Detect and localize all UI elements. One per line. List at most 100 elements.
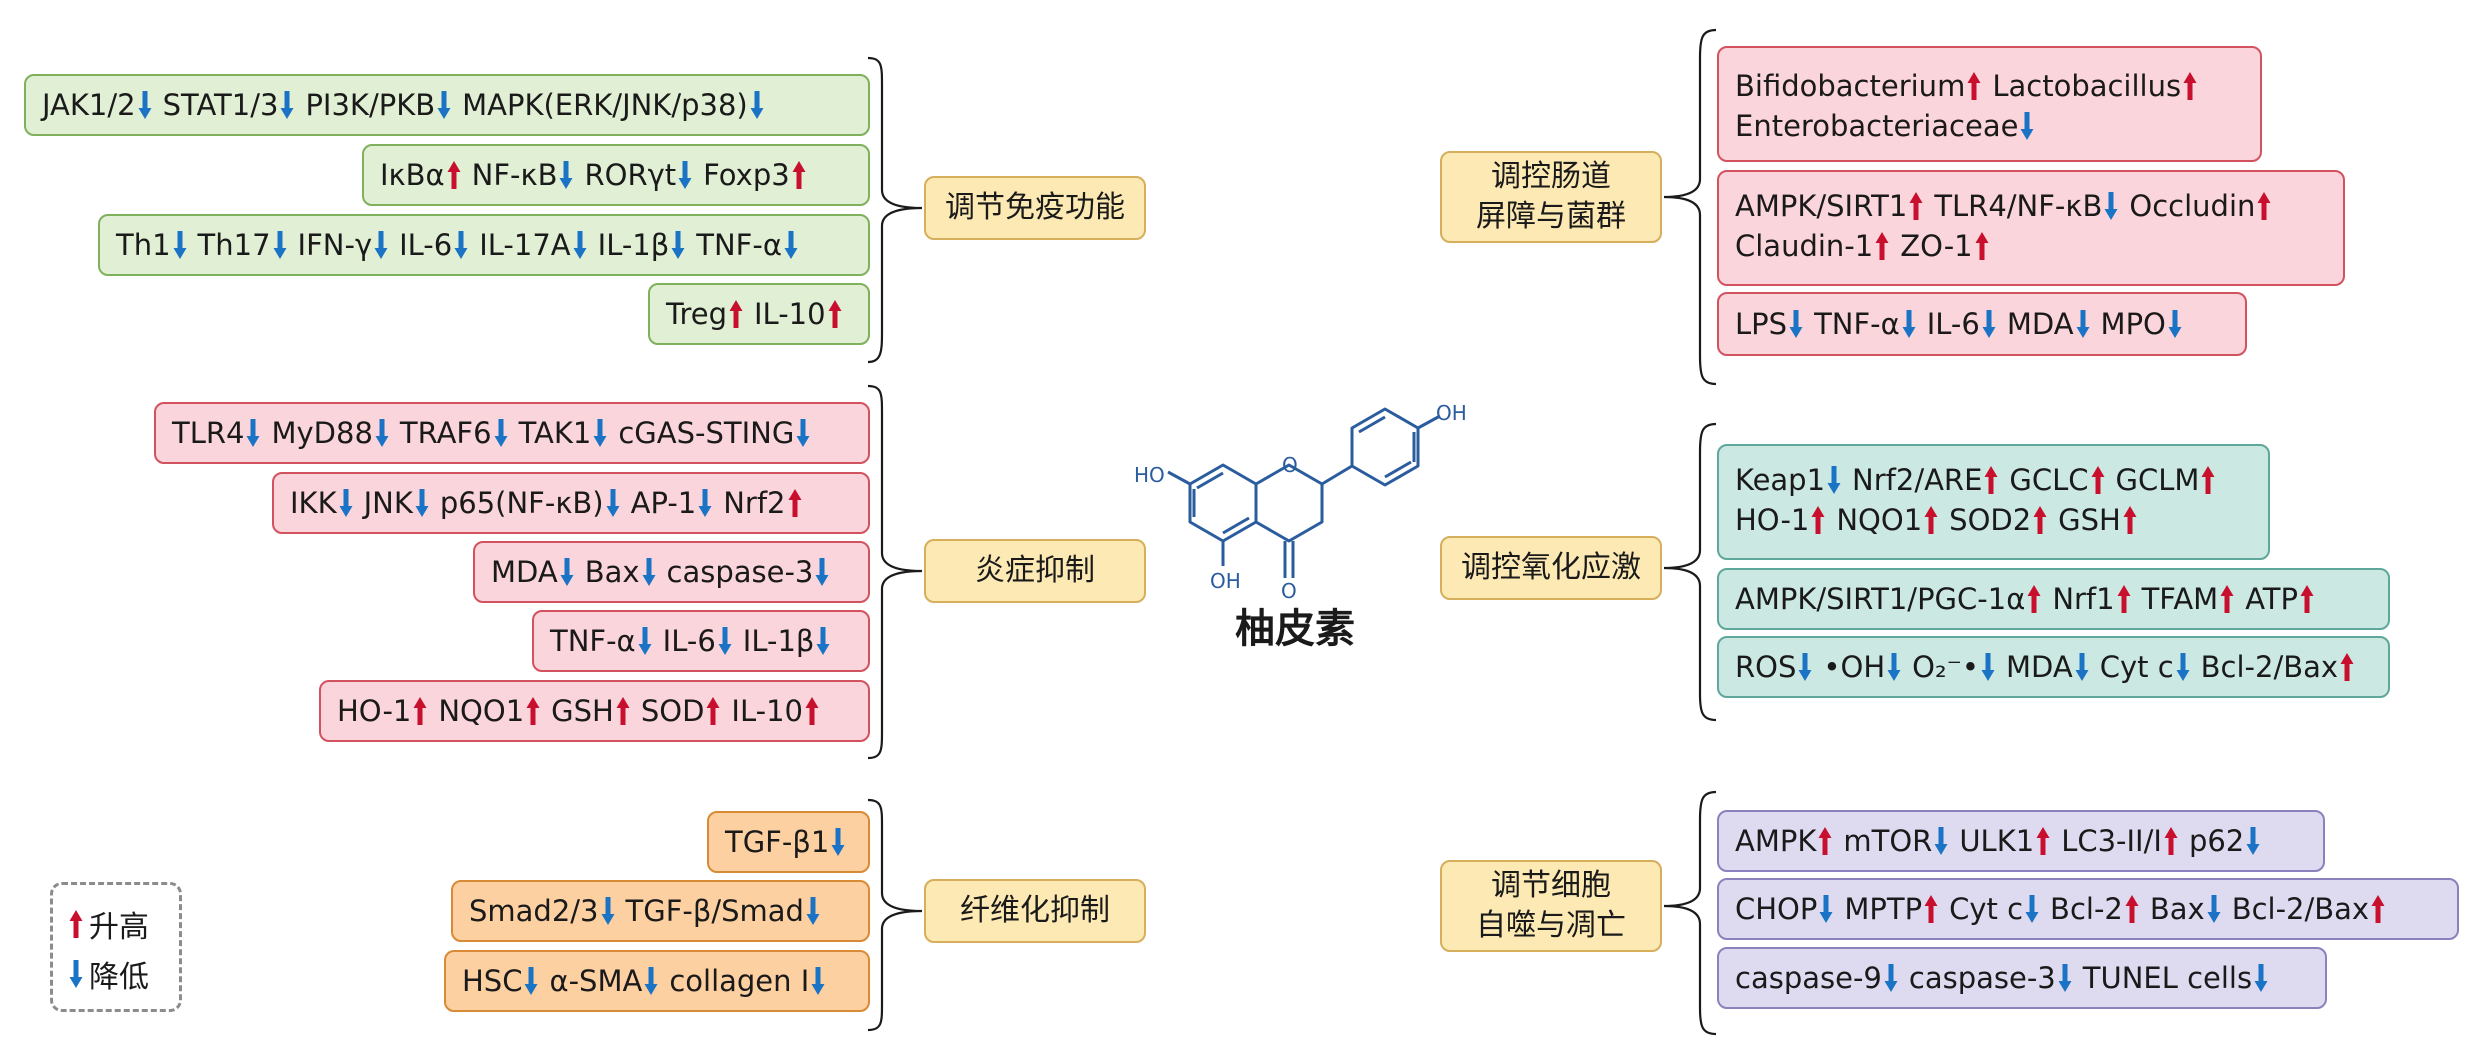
legend-up-label: 升高: [89, 910, 149, 945]
marker-row: Enterobacteriaceae: [1735, 106, 2244, 146]
marker-label: α-SMA: [549, 964, 643, 998]
down-arrow-icon: [784, 230, 798, 260]
up-arrow-icon: [706, 696, 720, 726]
marker-label: MPO: [2100, 307, 2166, 341]
marker-label: Claudin-1: [1735, 229, 1874, 263]
down-arrow-icon: [524, 966, 538, 996]
category-autophagy-label-1: 调节细胞: [1491, 868, 1611, 903]
down-arrow-icon: [644, 966, 658, 996]
marker-label: IL-6: [1926, 307, 1980, 341]
marker-label: IFN-γ: [297, 228, 373, 262]
marker-label: MDA: [2006, 650, 2073, 684]
category-gut-label-1: 调控肠道: [1491, 159, 1611, 194]
up-arrow-icon: [2164, 826, 2178, 856]
up-arrow-icon: [1967, 71, 1981, 101]
down-arrow-icon: [173, 230, 187, 260]
up-arrow-icon: [2027, 584, 2041, 614]
up-arrow-icon: [447, 160, 461, 190]
marker-label: NQO1: [438, 694, 525, 728]
up-arrow-icon: [805, 696, 819, 726]
down-arrow-icon: [2168, 309, 2182, 339]
down-arrow-icon: [1789, 309, 1803, 339]
marker-label: AMPK: [1735, 824, 1817, 858]
marker-label: Bcl-2/Bax: [2200, 650, 2339, 684]
down-arrow-icon: [2020, 111, 2034, 141]
marker-label: caspase-3: [666, 555, 814, 589]
marker-label: p65(NF-κB): [439, 486, 604, 520]
marker-label: caspase-9: [1735, 961, 1882, 995]
down-arrow-icon: [339, 488, 353, 518]
marker-label: ATP: [2245, 582, 2298, 616]
category-autophagy: 调节细胞 自噬与凋亡: [1440, 860, 1662, 952]
marker-label: JAK1/2: [42, 88, 136, 122]
marker-label: IL-6: [662, 624, 716, 658]
mol-ring-o: O: [1282, 453, 1298, 477]
marker-label: AP-1: [630, 486, 697, 520]
down-arrow-icon: [718, 626, 732, 656]
marker-label: JNK: [363, 486, 413, 520]
up-arrow-icon: [2091, 465, 2105, 495]
down-arrow-icon: [831, 827, 845, 857]
marker-label: TGF-β/Smad: [625, 894, 804, 928]
up-arrow-icon: [1924, 505, 1938, 535]
legend-up: 升高: [67, 899, 179, 949]
marker-label: TGF-β1: [725, 825, 830, 859]
marker-label: Bifidobacterium: [1735, 69, 1966, 103]
marker-label: NF-κB: [471, 158, 558, 192]
down-arrow-icon: [2176, 652, 2190, 682]
immune-box-4: Treg IL-10: [648, 283, 870, 345]
down-arrow-icon: [796, 418, 810, 448]
down-arrow-icon: [593, 418, 607, 448]
down-arrow-icon: [138, 90, 152, 120]
down-arrow-icon: [601, 896, 615, 926]
marker-label: GSH: [2058, 503, 2121, 537]
marker-label: ZO-1: [1900, 229, 1973, 263]
mol-oh-bottom: OH: [1210, 569, 1241, 593]
down-arrow-icon: [606, 488, 620, 518]
up-arrow-icon: [2036, 826, 2050, 856]
category-inflammation: 炎症抑制: [924, 539, 1146, 603]
down-arrow-icon: [1819, 894, 1833, 924]
down-arrow-icon: [280, 90, 294, 120]
marker-label: Nrf2/ARE: [1852, 463, 1983, 497]
down-arrow-icon: [273, 230, 287, 260]
marker-label: AMPK/SIRT1: [1735, 189, 1908, 223]
bracket-inflammation: [867, 384, 923, 760]
marker-label: LPS: [1735, 307, 1788, 341]
marker-label: Bax: [2149, 892, 2205, 926]
marker-label: caspase-3: [1908, 961, 2056, 995]
marker-label: ULK1: [1959, 824, 2035, 858]
marker-label: IKK: [290, 486, 337, 520]
marker-label: MPTP: [1844, 892, 1923, 926]
category-gut-label-2: 屏障与菌群: [1476, 199, 1626, 234]
marker-label: HO-1: [1735, 503, 1810, 537]
down-arrow-icon: [1798, 652, 1812, 682]
down-arrow-icon: [816, 626, 830, 656]
up-arrow-icon: [2257, 191, 2271, 221]
up-arrow-icon: [2201, 465, 2215, 495]
marker-row: Treg IL-10: [666, 294, 844, 334]
marker-label: O₂⁻•: [1912, 650, 1980, 684]
down-arrow-icon: [811, 966, 825, 996]
bracket-fibrosis: [867, 798, 923, 1032]
up-arrow-icon: [2371, 894, 2385, 924]
marker-label: p62: [2188, 824, 2245, 858]
down-arrow-icon: [806, 896, 820, 926]
marker-label: RORγt: [584, 158, 677, 192]
marker-label: Treg: [666, 297, 727, 331]
marker-label: Keap1: [1735, 463, 1826, 497]
marker-label: GSH: [551, 694, 614, 728]
marker-label: IL-10: [754, 297, 826, 331]
marker-label: IκBα: [380, 158, 445, 192]
